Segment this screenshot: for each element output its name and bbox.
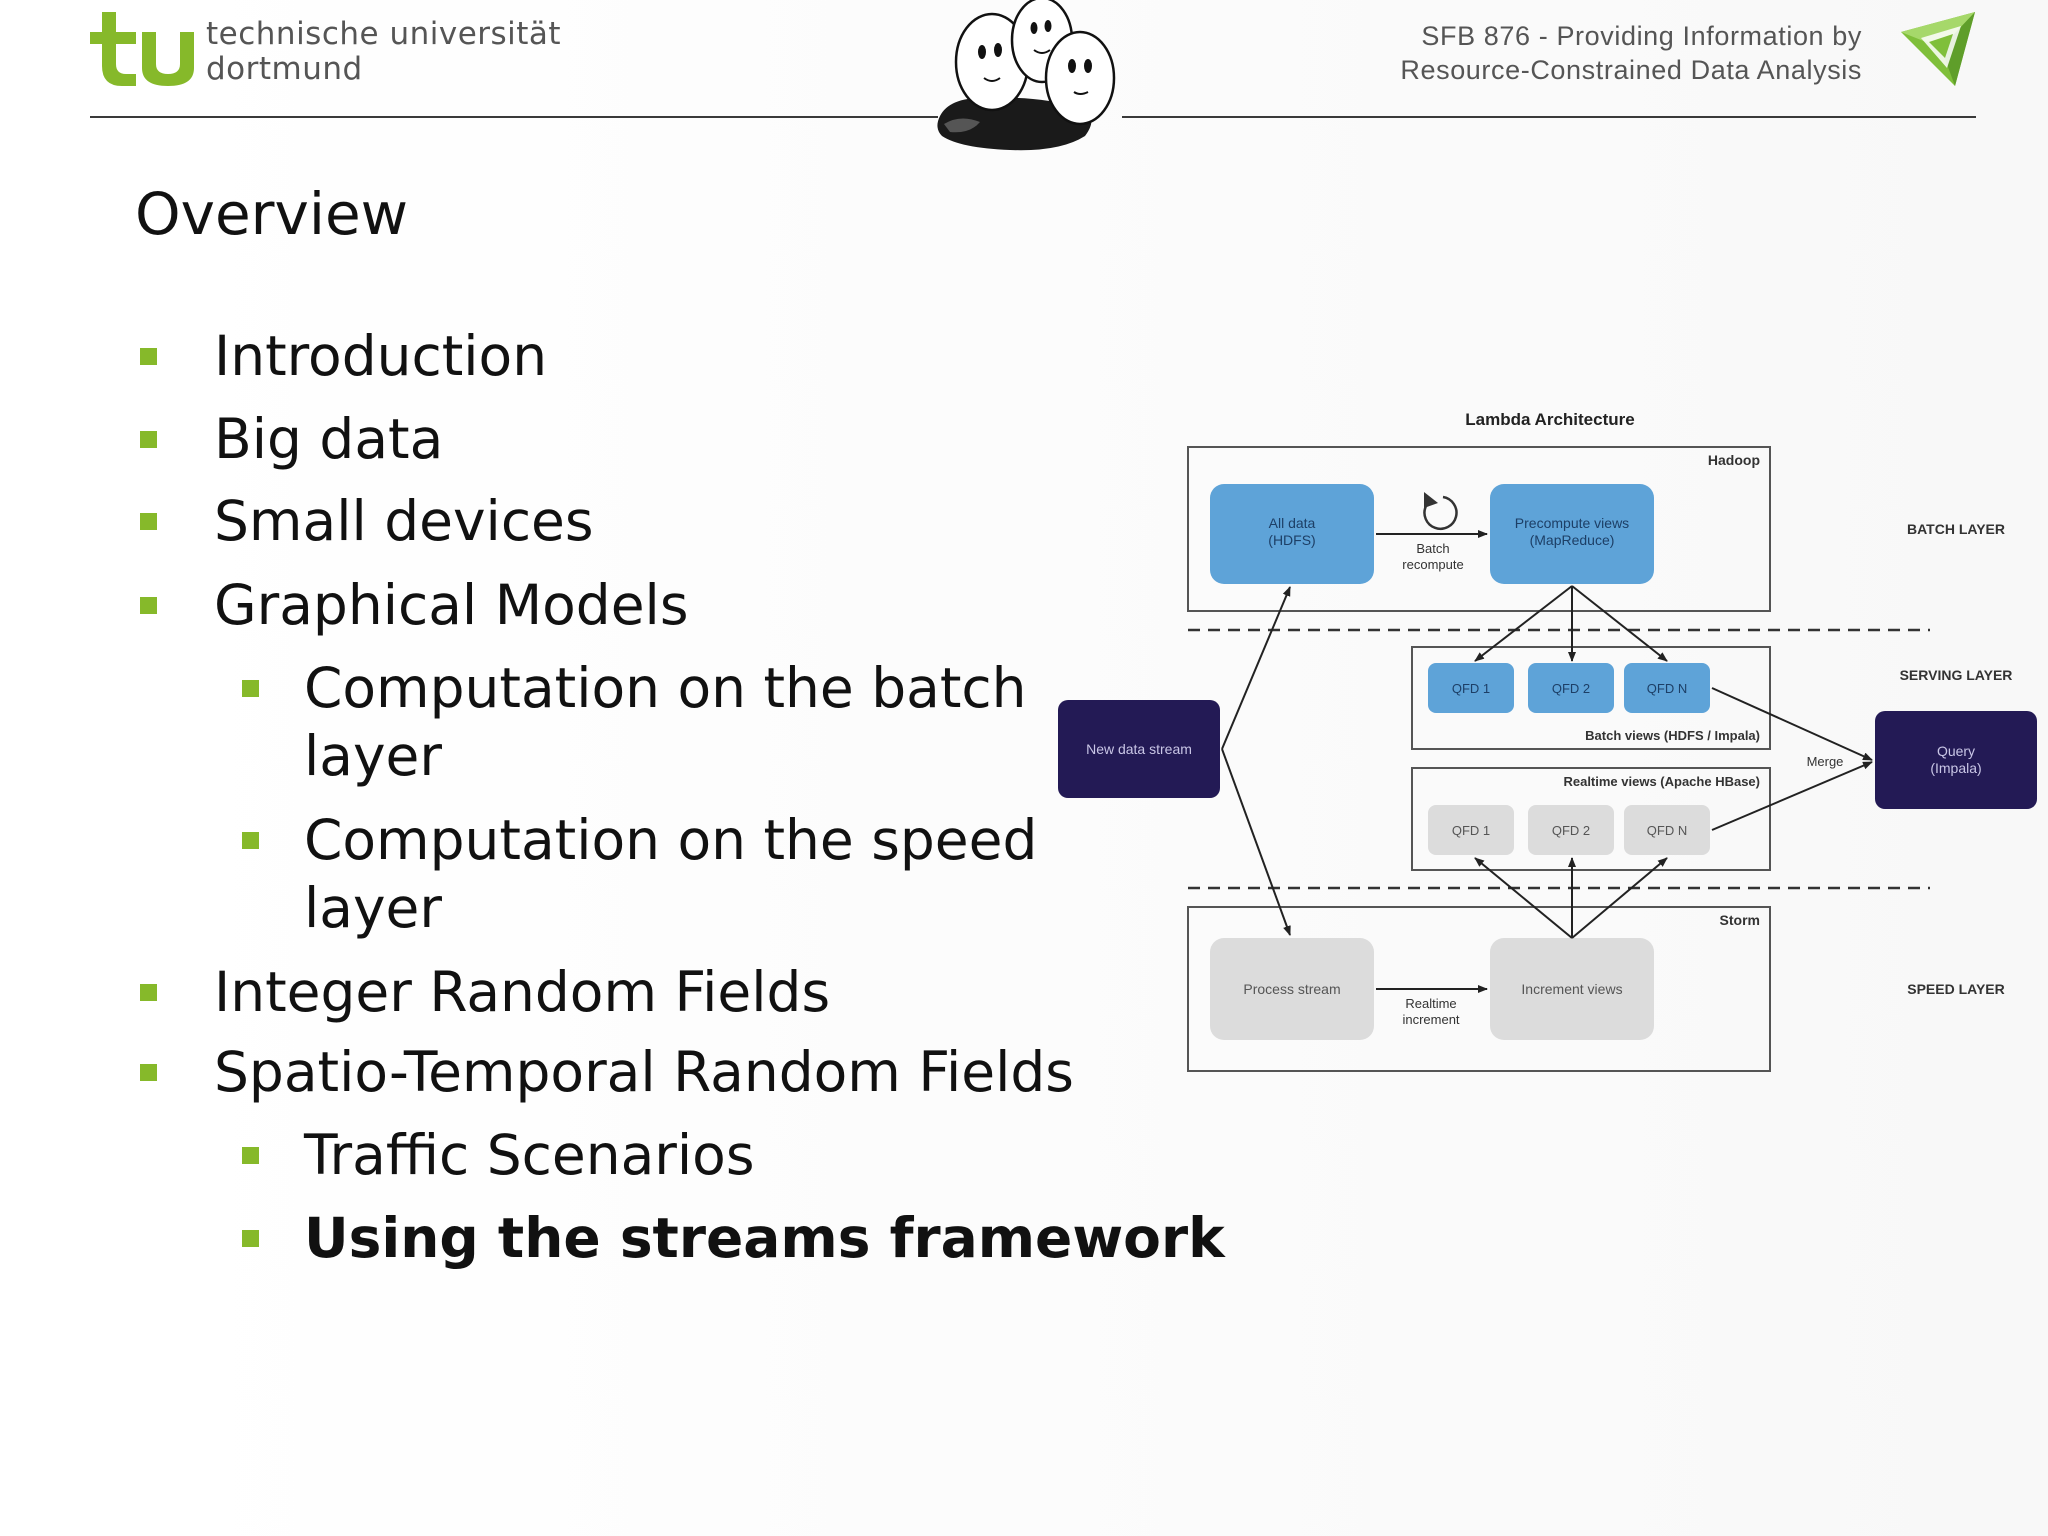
speed-layer-label: SPEED LAYER bbox=[1907, 981, 2005, 997]
bullet-icon bbox=[140, 597, 157, 614]
university-name-line2: dortmund bbox=[206, 51, 363, 87]
arrow-precompute-to-qfd1 bbox=[1474, 585, 1573, 662]
process-stream-label: Process stream bbox=[1243, 981, 1340, 997]
precompute-views-label: Precompute views(MapReduce) bbox=[1515, 515, 1629, 548]
all-data-node bbox=[1210, 484, 1374, 584]
diagram-title: Lambda Architecture bbox=[1465, 410, 1634, 429]
arrow-realtime-qfdn-to-query bbox=[1711, 761, 1873, 831]
storm-label: Storm bbox=[1720, 912, 1760, 928]
arrow-increment-to-qfd1 bbox=[1474, 857, 1573, 939]
tu-dortmund-logo bbox=[90, 12, 194, 86]
new-data-stream-label: New data stream bbox=[1086, 741, 1192, 757]
arrow-increment-to-qfdn bbox=[1571, 857, 1668, 939]
realtime-qfd-1-label: QFD 1 bbox=[1452, 823, 1490, 838]
all-data-label: All data(HDFS) bbox=[1268, 515, 1315, 548]
realtime-increment-line2: increment bbox=[1402, 1012, 1459, 1027]
arrow-batch-qfdn-to-query bbox=[1711, 687, 1873, 761]
all-data-label-line2: (HDFS) bbox=[1268, 532, 1315, 548]
storm-frame bbox=[1187, 906, 1771, 1072]
lambda-architecture-diagram: Lambda Architecture Hadoop All data(HDFS… bbox=[1058, 410, 2037, 1072]
batch-qfd-2-node bbox=[1528, 663, 1614, 713]
realtime-views-label: Realtime views (Apache HBase) bbox=[1563, 774, 1760, 789]
bullet-icon bbox=[140, 984, 157, 1001]
sfb876-logo bbox=[1901, 12, 1975, 86]
batch-recompute-line1: Batch bbox=[1416, 541, 1449, 556]
outline-item-integer-random-fields: Integer Random Fields bbox=[214, 960, 831, 1024]
header-divider-left bbox=[90, 116, 938, 118]
precompute-views-node bbox=[1490, 484, 1654, 584]
bullet-icon bbox=[242, 680, 259, 697]
batch-qfd-1-label: QFD 1 bbox=[1452, 681, 1490, 696]
bullet-icon bbox=[140, 1064, 157, 1081]
outline-subitem-speed-layer: Computation on the speed bbox=[304, 808, 1038, 872]
batch-qfd-n-node bbox=[1624, 663, 1710, 713]
bullet-icon bbox=[140, 513, 157, 530]
increment-views-label: Increment views bbox=[1521, 981, 1622, 997]
eggs-mascot-logo bbox=[937, 0, 1116, 151]
refresh-icon bbox=[1423, 492, 1458, 531]
realtime-qfd-n-label: QFD N bbox=[1647, 823, 1687, 838]
outline-subitem-batch-layer: Computation on the batch bbox=[304, 656, 1027, 720]
sfb-title-line2: Resource-Constrained Data Analysis bbox=[1400, 55, 1862, 85]
arrow-stream-to-process bbox=[1221, 748, 1291, 936]
query-label-line1: Query bbox=[1937, 743, 1975, 759]
realtime-qfd-2-label: QFD 2 bbox=[1552, 823, 1590, 838]
merge-label: Merge bbox=[1807, 754, 1844, 769]
university-name-line1: technische universität bbox=[206, 16, 562, 52]
outline-subitem-traffic-scenarios: Traffic Scenarios bbox=[304, 1123, 755, 1187]
hadoop-label: Hadoop bbox=[1708, 452, 1760, 468]
slide-title: Overview bbox=[135, 180, 409, 248]
outline-item-big-data: Big data bbox=[214, 407, 444, 471]
serving-layer-label: SERVING LAYER bbox=[1900, 667, 2013, 683]
batch-layer-label: BATCH LAYER bbox=[1907, 521, 2005, 537]
batch-qfd-2-label: QFD 2 bbox=[1552, 681, 1590, 696]
batch-qfd-1-node bbox=[1428, 663, 1514, 713]
realtime-qfd-2-node bbox=[1528, 805, 1614, 855]
bullet-icon bbox=[242, 1230, 259, 1247]
precompute-views-line2: (MapReduce) bbox=[1530, 532, 1615, 548]
outline-list: Introduction Big data Small devices Grap… bbox=[0, 0, 1225, 1300]
batch-recompute-line2: recompute bbox=[1402, 557, 1463, 572]
increment-views-node bbox=[1490, 938, 1654, 1040]
batch-views-label: Batch views (HDFS / Impala) bbox=[1585, 728, 1760, 743]
sfb-title-line1: SFB 876 - Providing Information by bbox=[1421, 21, 1862, 51]
header-divider-right bbox=[1122, 116, 1976, 118]
query-label: Query(Impala) bbox=[1930, 743, 1981, 776]
process-stream-node bbox=[1210, 938, 1374, 1040]
arrow-stream-to-all-data bbox=[1221, 586, 1291, 750]
outline-item-small-devices: Small devices bbox=[214, 489, 594, 553]
realtime-qfd-n-node bbox=[1624, 805, 1710, 855]
realtime-increment-line1: Realtime bbox=[1405, 996, 1456, 1011]
all-data-label-line1: All data bbox=[1269, 515, 1316, 531]
outline-item-graphical-models: Graphical Models bbox=[214, 573, 689, 637]
new-data-stream-node bbox=[1058, 700, 1220, 798]
outline-item-introduction: Introduction bbox=[214, 324, 548, 388]
bullet-icon bbox=[242, 1147, 259, 1164]
batch-qfd-n-label: QFD N bbox=[1647, 681, 1687, 696]
outline-subitem-speed-layer-cont: layer bbox=[304, 876, 442, 940]
precompute-views-line1: Precompute views bbox=[1515, 515, 1629, 531]
realtime-views-frame bbox=[1411, 767, 1771, 871]
outline-subitem-streams-framework: Using the streams framework bbox=[304, 1206, 1225, 1270]
batch-views-frame bbox=[1411, 646, 1771, 750]
bullet-icon bbox=[140, 348, 157, 365]
arrow-precompute-to-qfdn bbox=[1571, 585, 1668, 662]
query-node bbox=[1875, 711, 2037, 809]
hadoop-frame bbox=[1187, 446, 1771, 612]
query-label-line2: (Impala) bbox=[1930, 760, 1981, 776]
outline-subitem-batch-layer-cont: layer bbox=[304, 724, 442, 788]
outline-item-spatio-temporal-random-fields: Spatio-Temporal Random Fields bbox=[214, 1040, 1074, 1104]
realtime-qfd-1-node bbox=[1428, 805, 1514, 855]
bullet-icon bbox=[242, 832, 259, 849]
bullet-icon bbox=[140, 431, 157, 448]
